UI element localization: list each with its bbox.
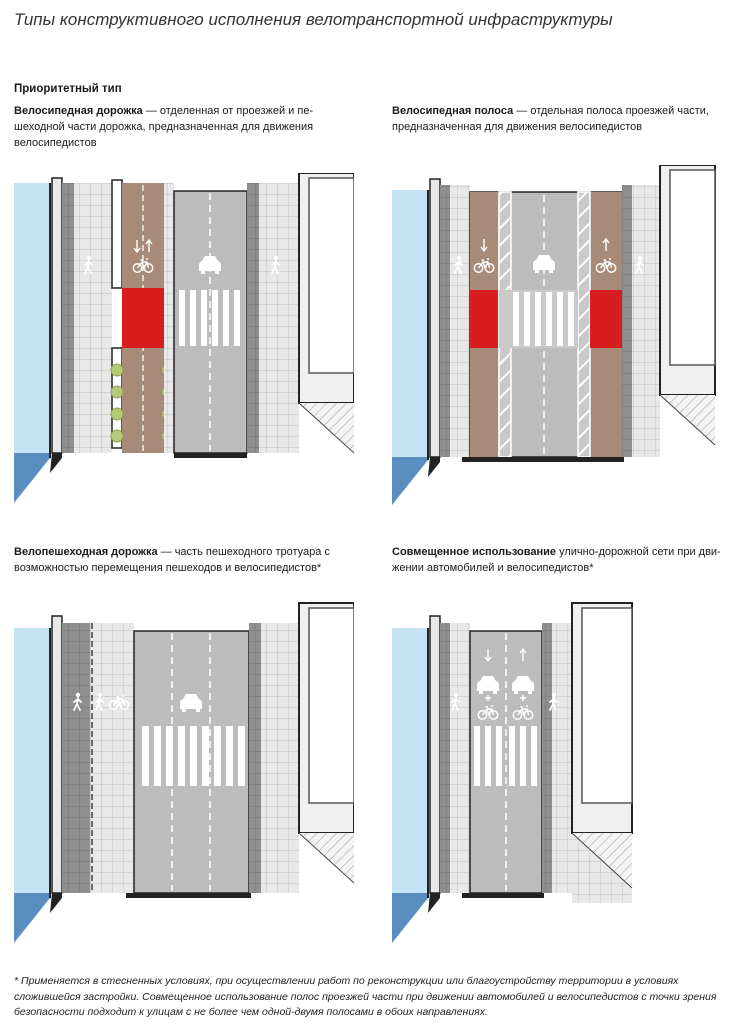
caption-term: Велосипедная дорожка [14,105,143,117]
caption-bike-lane: Велосипедная полоса — отдельная полоса п… [392,103,717,135]
footnote: * Применяется в стесненных условиях, при… [14,975,717,1018]
building [571,602,633,903]
section-label: Приоритетный тип [14,83,122,95]
caption-desc: — отдельная полоса проезжей части, предн… [392,105,709,133]
crosswalk [142,726,245,786]
crosswalk [513,292,574,346]
building [659,165,716,446]
caption-bike-path: Велосипедная дорожка — отделенная от про… [14,103,344,151]
building [298,602,354,884]
crosswalk [179,290,240,346]
caption-desc: — отделенная от проезжей и пе-шеходной ч… [14,105,314,149]
diagram-bike-lane [392,165,716,505]
caption-term: Совмещенное использование [392,546,557,558]
water-area [14,628,50,943]
diagram-mixed-traffic [392,602,633,943]
caption-desc: — часть пешеходного тротуара с возможнос… [14,546,330,574]
conflict-zone [470,290,498,348]
diagram-bike-path [14,173,354,503]
caption-desc: улично-дорожной сети при дви-жении автом… [392,546,721,574]
conflict-zone [590,290,622,348]
building [298,173,354,454]
crosswalk [474,726,537,786]
diagram-shared-path [14,602,354,943]
water-area [14,183,50,503]
water-area [392,190,428,505]
caption-term: Велопешеходная дорожка [14,546,158,558]
caption-shared-path: Велопешеходная дорожка — часть пешеходно… [14,544,359,576]
conflict-zone [122,288,164,348]
caption-term: Велосипедная полоса [392,105,514,117]
water-area [392,628,428,943]
page-title: Типы конструктивного исполнения велотран… [14,10,613,29]
caption-mixed-traffic: Совмещенное использование улично-дорожно… [392,544,732,576]
